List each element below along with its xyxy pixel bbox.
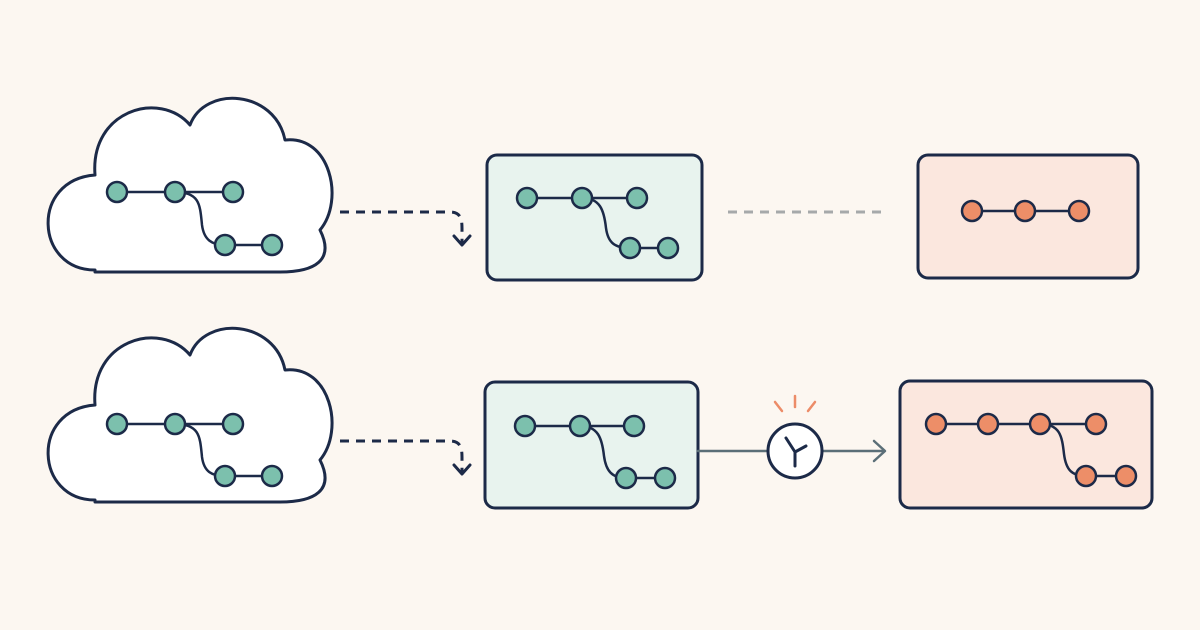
commit-node bbox=[1067, 199, 1091, 223]
spark-ray bbox=[806, 400, 817, 413]
commit-node bbox=[1114, 464, 1138, 488]
arrowhead-icon bbox=[872, 439, 887, 463]
commit-node bbox=[1013, 199, 1037, 223]
fork-commit-graph bbox=[960, 199, 1091, 223]
commit-node bbox=[960, 199, 984, 223]
commit-node bbox=[163, 412, 187, 436]
commit-node bbox=[221, 412, 245, 436]
commit-node bbox=[976, 412, 1000, 436]
remote-commit-graph bbox=[105, 412, 284, 488]
commit-node bbox=[568, 414, 592, 438]
commit-node bbox=[105, 180, 129, 204]
local-repo-box bbox=[485, 153, 704, 282]
local-commit-graph bbox=[515, 186, 680, 260]
row-top bbox=[46, 96, 1140, 282]
commit-node bbox=[163, 180, 187, 204]
fork-repo-box bbox=[898, 379, 1154, 510]
commit-node bbox=[260, 233, 284, 257]
cloud-icon bbox=[46, 326, 334, 504]
local-commit-graph bbox=[513, 414, 677, 490]
commit-node bbox=[513, 414, 537, 438]
row-bottom bbox=[46, 326, 1154, 510]
commit-node bbox=[653, 466, 677, 490]
remote-commit-graph bbox=[105, 180, 284, 257]
spark-ray bbox=[773, 400, 784, 413]
clone-dashed-arrow bbox=[340, 439, 464, 472]
commit-node bbox=[570, 186, 594, 210]
arrowhead-icon bbox=[452, 234, 472, 247]
commit-node bbox=[105, 412, 129, 436]
local-repo-box bbox=[483, 380, 700, 510]
commit-node bbox=[221, 180, 245, 204]
commit-node bbox=[618, 236, 642, 260]
fork-commit-graph bbox=[924, 412, 1138, 488]
commit-node bbox=[213, 464, 237, 488]
commit-node bbox=[622, 414, 646, 438]
commit-node bbox=[1084, 412, 1108, 436]
merge-icon bbox=[766, 422, 824, 480]
commit-node bbox=[625, 186, 649, 210]
commit-node bbox=[614, 466, 638, 490]
commit-node bbox=[515, 186, 539, 210]
commit-node bbox=[924, 412, 948, 436]
commit-node bbox=[260, 464, 284, 488]
merge-icon-glyph bbox=[784, 436, 808, 468]
commit-node bbox=[1028, 412, 1052, 436]
commit-node bbox=[213, 233, 237, 257]
cloud-icon bbox=[46, 96, 334, 274]
commit-node bbox=[656, 236, 680, 260]
arrowhead-icon bbox=[452, 463, 472, 476]
commit-node bbox=[1074, 464, 1098, 488]
clone-dashed-arrow bbox=[340, 210, 464, 243]
spark-icon bbox=[773, 394, 817, 413]
